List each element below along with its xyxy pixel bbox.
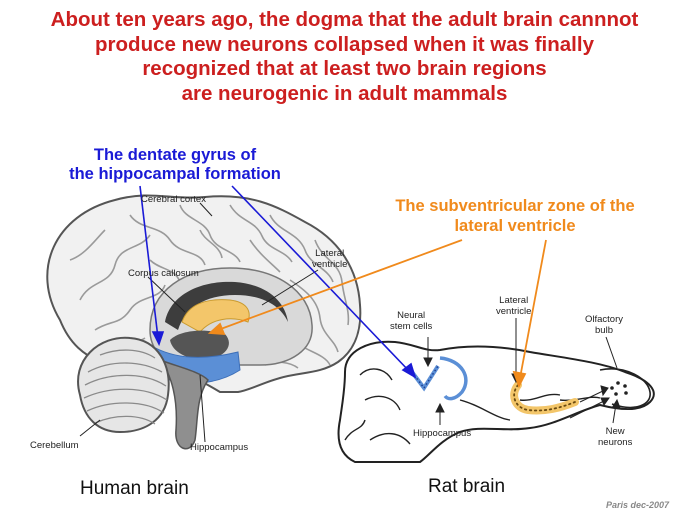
dentate-callout-line-1: The dentate gyrus of (93, 146, 257, 164)
credit-text: Paris dec-2007 (606, 500, 670, 510)
caption-rat-brain: Rat brain (428, 476, 506, 497)
brainstem-shape (157, 358, 209, 450)
label-olfactory-bulb-line-1: Olfactory (585, 314, 624, 325)
label-lateral-ventricle-rat-line-1: Lateral (499, 295, 529, 306)
dentate-callout-line-2: the hippocampal formation (69, 165, 281, 183)
label-olfactory-bulb-line-2: bulb (595, 325, 613, 336)
label-lateral-ventricle-human-line-2: ventricle (312, 259, 348, 270)
caption-human-brain: Human brain (80, 478, 189, 499)
label-lateral-ventricle-rat: Lateral ventricle (496, 295, 531, 317)
title-line-2: produce new neurons collapsed when it wa… (95, 32, 594, 56)
human-label-lines (79, 202, 319, 443)
label-hippocampus-human: Hippocampus (190, 442, 249, 453)
svz-callout: The subventricular zone of the lateral v… (365, 196, 665, 236)
label-lateral-ventricle-human-line-1: Lateral (315, 248, 345, 259)
lateral-ventricle-human (181, 299, 250, 333)
human-brain-drawing (46, 194, 362, 450)
deep-nuclei (170, 330, 229, 360)
cerebellum-shape (77, 336, 170, 434)
title-line-3: recognized that at least two brain regio… (142, 57, 547, 80)
label-lateral-ventricle-human: Lateral ventricle (312, 248, 347, 270)
olfactory-bulb-shape (599, 368, 651, 409)
label-cerebral-cortex: Cerebral cortex (141, 194, 206, 205)
slide-title: About ten years ago, the dogma that the … (0, 8, 689, 106)
title-line-1: About ten years ago, the dogma that the … (50, 8, 639, 31)
label-lateral-ventricle-rat-line-2: ventricle (496, 306, 532, 317)
corpus-callosum-shape (165, 281, 288, 330)
svz-callout-lines (207, 239, 547, 389)
dentate-gyrus-callout: The dentate gyrus of the hippocampal for… (40, 146, 310, 184)
label-new-neurons-line-2: neurons (598, 437, 633, 448)
cortex-gyri (69, 204, 350, 369)
label-corpus-callosum: Corpus callosum (128, 268, 199, 279)
dentate-callout-lines (139, 185, 417, 379)
hippocampus-arc-rat (439, 356, 468, 401)
title-line-4: are neurogenic in adult mammals (181, 81, 508, 105)
label-new-neurons: New neurons (598, 426, 632, 448)
label-neural-stem-cells-line-1: Neural (397, 310, 426, 321)
label-new-neurons-line-1: New (605, 426, 625, 437)
rat-brain-outline (337, 340, 655, 463)
svz-callout-line-1: The subventricular zone of the (395, 197, 635, 215)
label-cerebellum: Cerebellum (30, 440, 79, 451)
svz-callout-line-2: lateral ventricle (454, 217, 576, 235)
label-olfactory-bulb: Olfactory bulb (585, 314, 623, 336)
label-neural-stem-cells: Neural stem cells (390, 310, 432, 332)
label-hippocampus-rat: Hippocampus (413, 428, 472, 439)
rat-brain-drawing (337, 318, 655, 463)
label-neural-stem-cells-line-2: stem cells (390, 321, 433, 332)
new-neuron-dots (610, 381, 628, 396)
